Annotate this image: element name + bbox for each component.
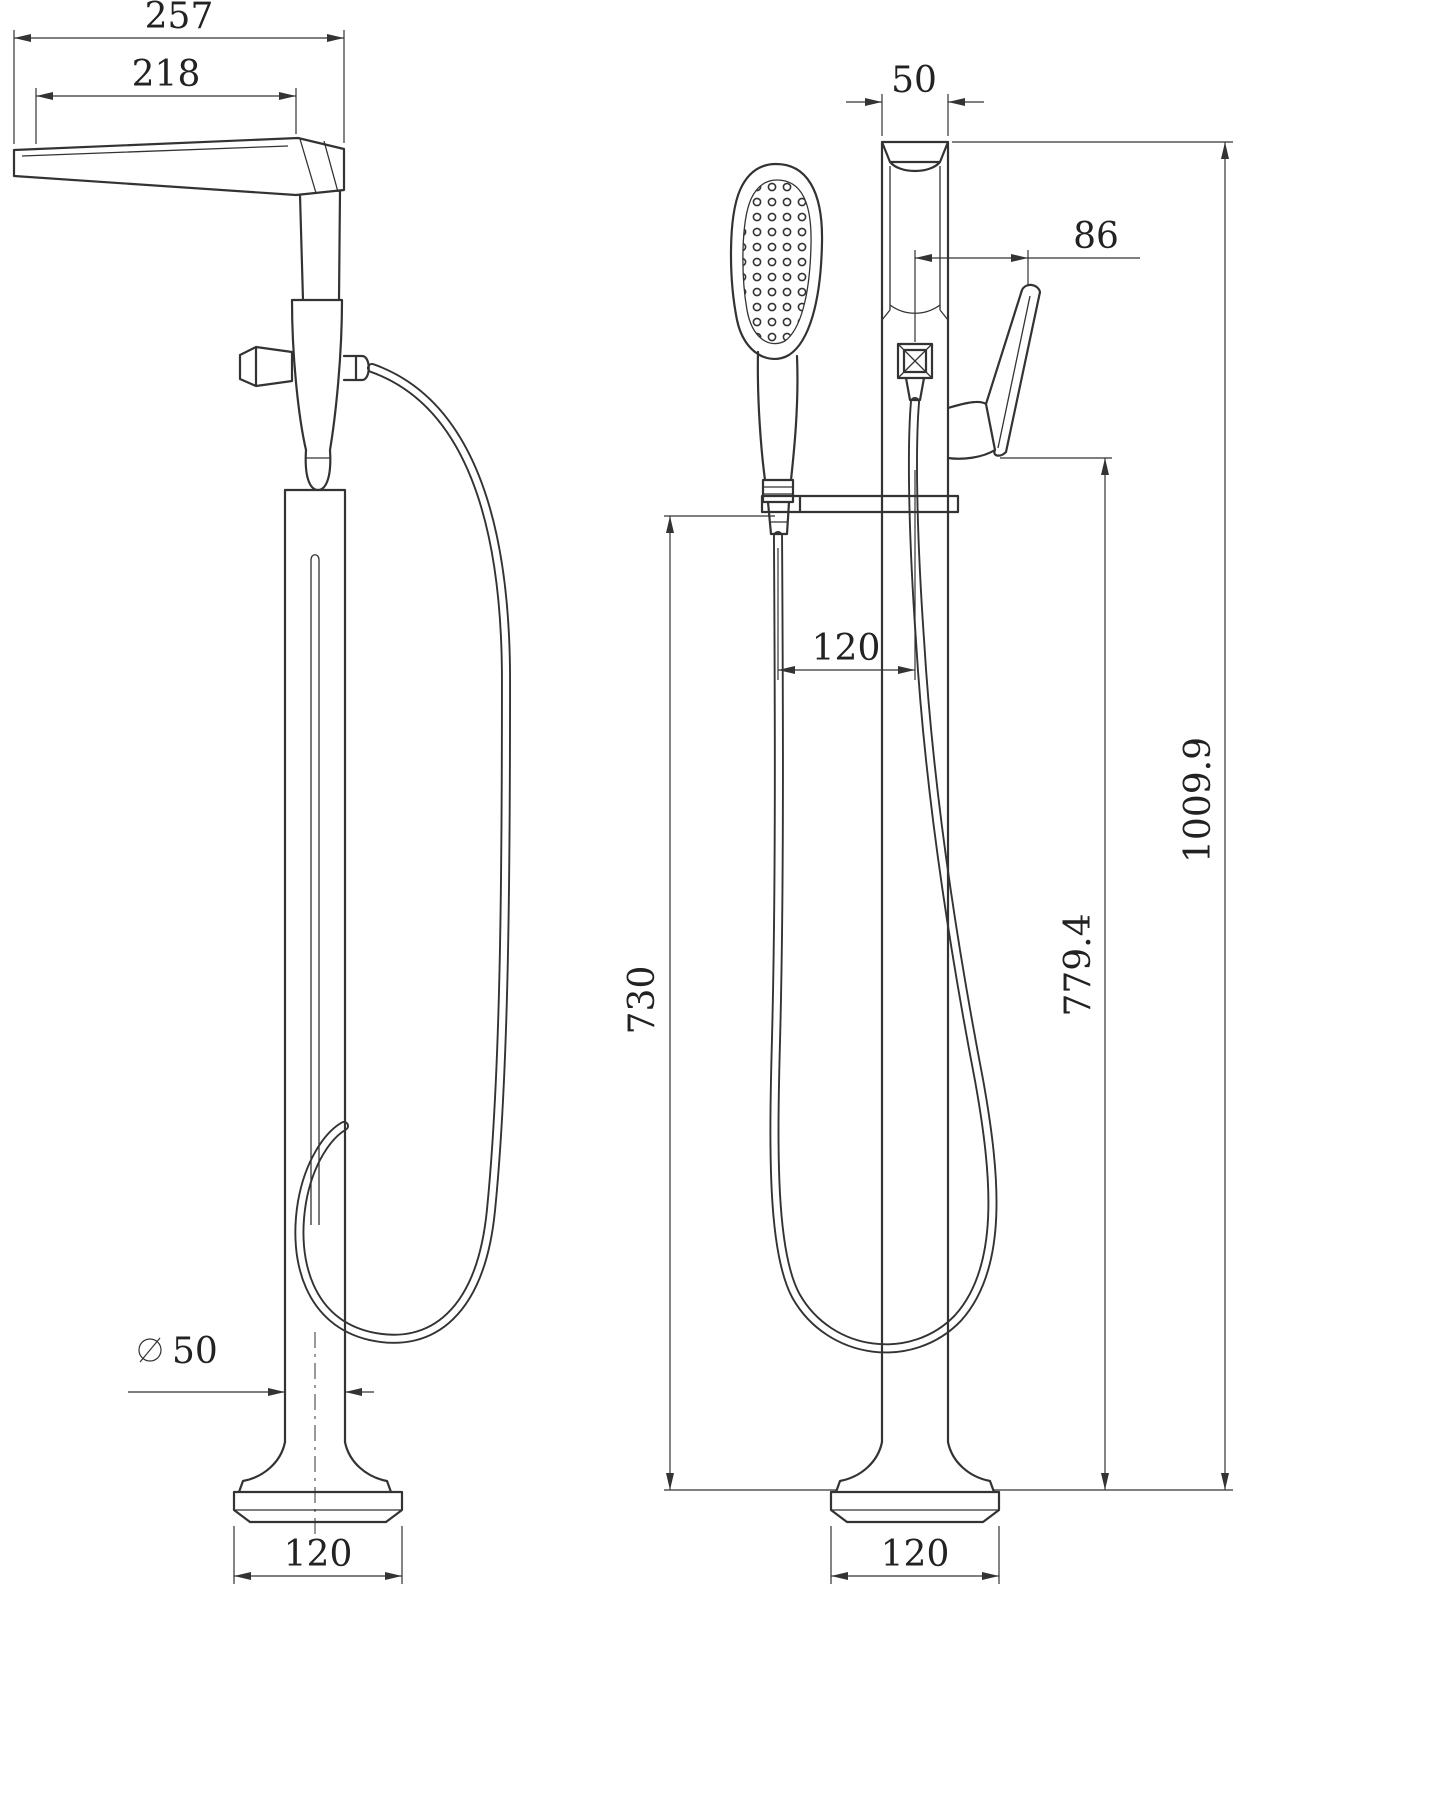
extension-lines <box>914 250 1029 342</box>
hose-tube-outline <box>294 363 512 1344</box>
dim-label-base-120: 120 <box>881 1534 950 1575</box>
lever-detail <box>997 295 1031 449</box>
side-view-shower-hose <box>294 363 512 1344</box>
dim-label-50: 50 <box>891 60 937 101</box>
dim-label-730: 730 <box>622 966 663 1035</box>
dim-base-width-front: 120 <box>830 1526 1000 1584</box>
front-view-shower-hose <box>769 397 998 1354</box>
diverter-knob <box>238 345 294 388</box>
column-inner-channel <box>310 554 320 1225</box>
hose-tube-core <box>296 364 510 1342</box>
dim-label-1009-9: 1009.9 <box>1178 737 1219 863</box>
dim-overall-height: 1009.9 <box>952 141 1233 1491</box>
dim-height-to-handle: 779.4 <box>1000 457 1112 1490</box>
handshower-spray-face <box>742 179 812 345</box>
fitting-cross-lines <box>897 343 933 379</box>
diameter-icon-slash <box>139 1337 161 1363</box>
dim-base-width-side: 120 <box>233 1526 403 1584</box>
side-view: 257 218 50 120 <box>12 0 404 1584</box>
column-front-detail <box>881 166 949 321</box>
hose-connector <box>342 354 370 382</box>
dim-label-base-120: 120 <box>284 1534 353 1575</box>
dim-label-120-mid: 120 <box>812 628 881 669</box>
dim-column-diameter: 50 <box>128 1331 374 1396</box>
spout-outline <box>12 136 346 197</box>
extension-lines <box>777 470 916 680</box>
dim-handle-offset: 86 <box>914 216 1140 342</box>
column-outline <box>880 140 950 1444</box>
dim-spout-overall: 257 <box>13 0 345 144</box>
shower-bracket-arm <box>760 494 960 514</box>
dim-height-to-hose: 730 <box>622 515 836 1491</box>
mixer-lever-handle <box>946 283 1042 460</box>
extension-lines <box>952 141 1233 1491</box>
handshower-handle <box>756 350 799 536</box>
dim-label-779-4: 779.4 <box>1058 913 1099 1016</box>
hose-tube-outline <box>769 397 998 1354</box>
dim-top-width: 50 <box>846 60 984 136</box>
handshower-head <box>729 162 824 360</box>
dim-label-86: 86 <box>1073 216 1119 257</box>
handshower-handle-ribs <box>763 486 793 523</box>
dim-label-diameter-50: 50 <box>172 1331 218 1372</box>
dim-hose-offset: 120 <box>777 470 916 680</box>
column-outline <box>283 488 347 1444</box>
extension-lines <box>13 30 345 144</box>
valve-body-outline <box>290 189 344 492</box>
diameter-icon <box>138 1338 162 1362</box>
front-view: 50 86 120 730 779.4 <box>622 60 1233 1584</box>
hose-tube-core <box>771 398 996 1352</box>
extension-lines <box>664 515 836 1491</box>
dim-label-257: 257 <box>145 0 214 37</box>
dim-label-218: 218 <box>132 54 201 95</box>
dim-spout-reach: 218 <box>35 54 297 144</box>
spout-detail-lines <box>21 138 339 194</box>
